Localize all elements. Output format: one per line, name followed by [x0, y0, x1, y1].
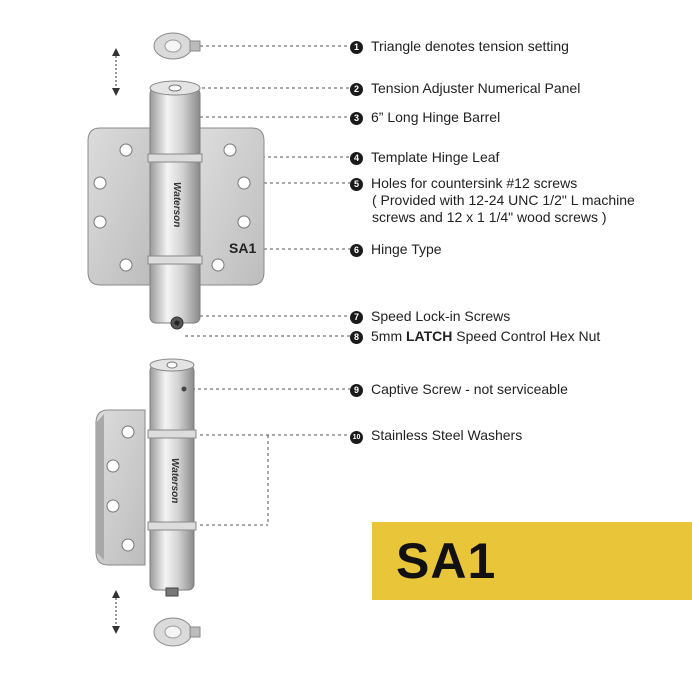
callout-number: 8: [350, 331, 363, 344]
callout-1: 1 Triangle denotes tension setting: [350, 38, 569, 55]
callout-number: 10: [350, 431, 363, 444]
callout-text: Captive Screw - not serviceable: [371, 381, 568, 397]
callout-text: Tension Adjuster Numerical Panel: [371, 80, 581, 96]
callout-7: 7 Speed Lock-in Screws: [350, 308, 510, 325]
callout-text: 6” Long Hinge Barrel: [371, 109, 501, 125]
leader-lines: [185, 45, 350, 526]
brand-logo-upper: Waterson: [171, 182, 182, 228]
callout-9: 9 Captive Screw - not serviceable: [350, 381, 568, 398]
callout-text: Hinge Type: [371, 241, 442, 257]
hinge-barrel: [147, 80, 203, 330]
callout-text-post: Speed Control Hex Nut: [452, 328, 601, 344]
callout-text: Stainless Steel Washers: [371, 427, 523, 443]
callout-8: 8 5mm LATCH Speed Control Hex Nut: [350, 328, 600, 345]
callout-2: 2 Tension Adjuster Numerical Panel: [350, 80, 580, 97]
callout-5: 5 Holes for countersink #12 screws: [350, 175, 577, 192]
callout-text: Triangle denotes tension setting: [371, 38, 569, 54]
callout-number: 5: [350, 178, 363, 191]
callout-4: 4 Template Hinge Leaf: [350, 149, 499, 166]
callout-5-detail-2: screws and 12 x 1 1/4" wood screws ): [372, 209, 607, 225]
hinge-barrel-lower: [147, 358, 197, 597]
callout-text-latch: LATCH: [406, 328, 453, 344]
brand-logo-lower: Waterson: [169, 458, 180, 504]
callout-10: 10 Stainless Steel Washers: [350, 427, 522, 444]
callout-number: 7: [350, 311, 363, 324]
callout-5-detail-1: ( Provided with 12-24 UNC 1/2" L machine: [372, 192, 635, 208]
model-badge-text: SA1: [396, 533, 497, 589]
callout-text-pre: 5mm: [371, 328, 406, 344]
callout-number: 1: [350, 41, 363, 54]
callout-number: 3: [350, 112, 363, 125]
callout-text: Template Hinge Leaf: [371, 149, 500, 165]
callout-number: 6: [350, 244, 363, 257]
callout-number: 4: [350, 152, 363, 165]
hinge-type-label: SA1: [229, 240, 257, 256]
tension-cap-bottom: [153, 617, 201, 647]
callout-number: 9: [350, 384, 363, 397]
callout-3: 3 6” Long Hinge Barrel: [350, 109, 500, 126]
template-hinge-leaf: [87, 127, 265, 286]
model-badge: SA1: [372, 522, 692, 600]
tension-cap-top: [153, 32, 201, 60]
callout-number: 2: [350, 83, 363, 96]
callout-text: Speed Lock-in Screws: [371, 308, 511, 324]
hinge-leaf-side: [95, 409, 146, 566]
callout-6: 6 Hinge Type: [350, 241, 442, 258]
callout-text: Holes for countersink #12 screws: [371, 175, 578, 191]
